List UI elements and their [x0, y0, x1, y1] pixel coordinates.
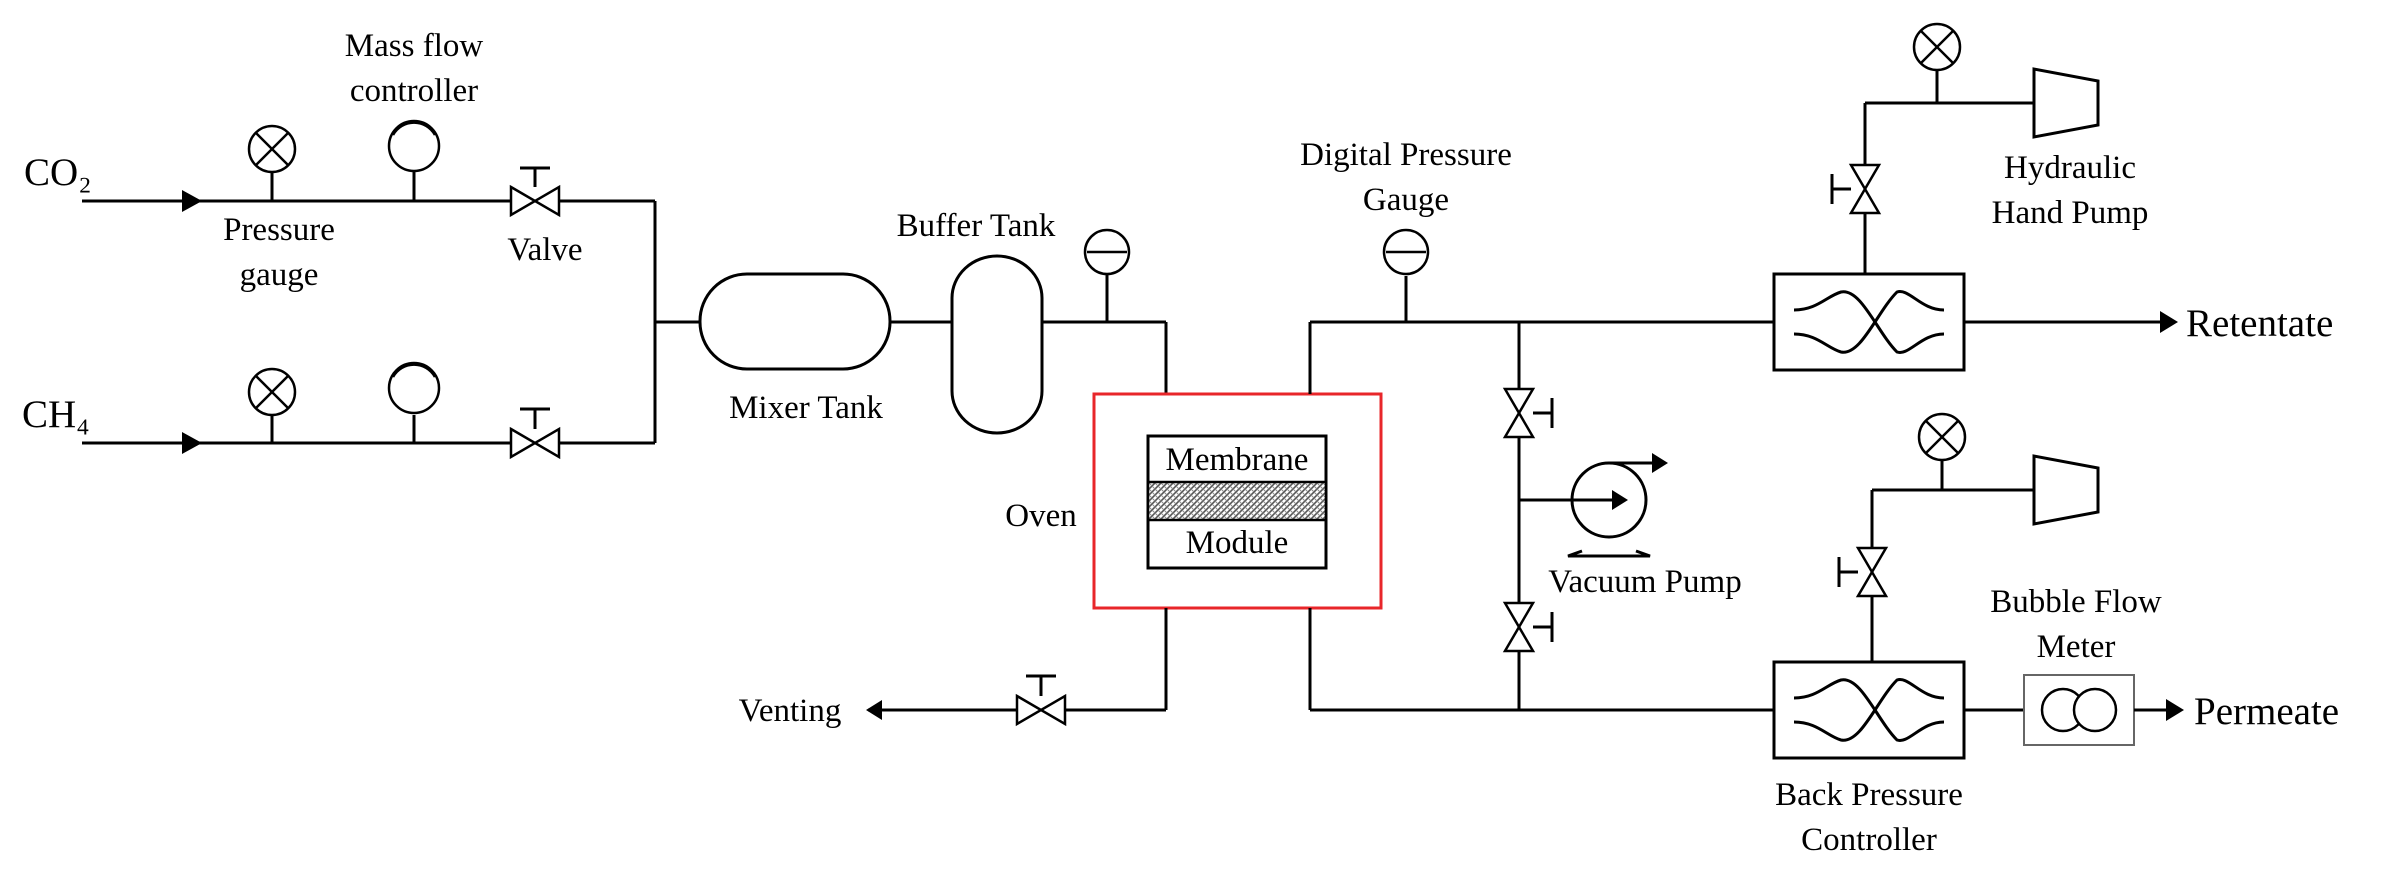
buffer-tank-label: Buffer Tank [897, 208, 1056, 244]
buffer-pressure-gauge-icon [1083, 228, 1131, 276]
membrane-layer [1146, 480, 1328, 522]
buffer-tank [950, 254, 1044, 435]
ch4-pressure-gauge-icon [247, 367, 297, 417]
co2-feed-line [82, 190, 655, 212]
oven-box [1092, 392, 1383, 610]
retentate-pressure-gauge-icon [1912, 22, 1962, 72]
ch4-feed-line [82, 432, 655, 454]
digital-pressure-gauge-label-line1: Digital Pressure [1300, 137, 1512, 173]
digital-pressure-gauge-label-line2: Gauge [1363, 182, 1449, 218]
mass-flow-controller-icon [387, 119, 441, 173]
hydraulic-hand-pump-label-line1: Hydraulic [2004, 150, 2136, 186]
retentate-valve-icon [1849, 163, 1881, 215]
pressure-gauge-icon [247, 124, 297, 174]
back-pressure-controller-label-line2: Controller [1801, 822, 1937, 858]
vacuum-valve-bottom-icon [1503, 601, 1535, 653]
retentate-back-pressure-controller-icon [1772, 272, 1966, 372]
permeate-pressure-gauge-icon [1917, 412, 1967, 462]
module-label: Module [1186, 525, 1289, 561]
pressure-gauge-label-line2: gauge [240, 257, 319, 293]
permeate-back-pressure-controller-icon [1772, 660, 1966, 760]
permeate-label: Permeate [2194, 690, 2339, 733]
ch4-valve-icon [509, 427, 561, 459]
ch4-mass-flow-controller-icon [387, 361, 441, 415]
ch4-label: CH₄ [22, 393, 90, 436]
mixer-tank-label: Mixer Tank [729, 390, 883, 426]
mass-flow-label-line1: Mass flow [345, 28, 484, 64]
vacuum-pump-icon [1567, 453, 1668, 558]
hydraulic-hand-pump-icon [2032, 67, 2100, 139]
membrane-label: Membrane [1166, 442, 1309, 478]
bubble-flow-meter-label-line2: Meter [2037, 629, 2116, 665]
hydraulic-hand-pump-label-line2: Hand Pump [1992, 195, 2149, 231]
permeate-valve-icon [1856, 546, 1888, 598]
digital-pressure-gauge-icon [1382, 228, 1430, 276]
venting-label: Venting [739, 693, 842, 729]
oven-label: Oven [1005, 498, 1076, 534]
co2-label: CO₂ [24, 151, 92, 194]
co2-valve-icon [509, 185, 561, 217]
mass-flow-label-line2: controller [350, 73, 478, 109]
valve-label: Valve [507, 232, 582, 268]
back-pressure-controller-label-line1: Back Pressure [1775, 777, 1963, 813]
bubble-flow-meter-label-line1: Bubble Flow [1990, 584, 2162, 620]
retentate-label: Retentate [2186, 302, 2333, 345]
pressure-gauge-label-line1: Pressure [223, 212, 335, 248]
permeate-hand-pump-icon [2032, 454, 2100, 526]
venting-valve-icon [1015, 694, 1067, 726]
vacuum-valve-top-icon [1503, 387, 1535, 439]
vacuum-pump-label: Vacuum Pump [1548, 564, 1741, 600]
mixer-tank [698, 272, 892, 371]
